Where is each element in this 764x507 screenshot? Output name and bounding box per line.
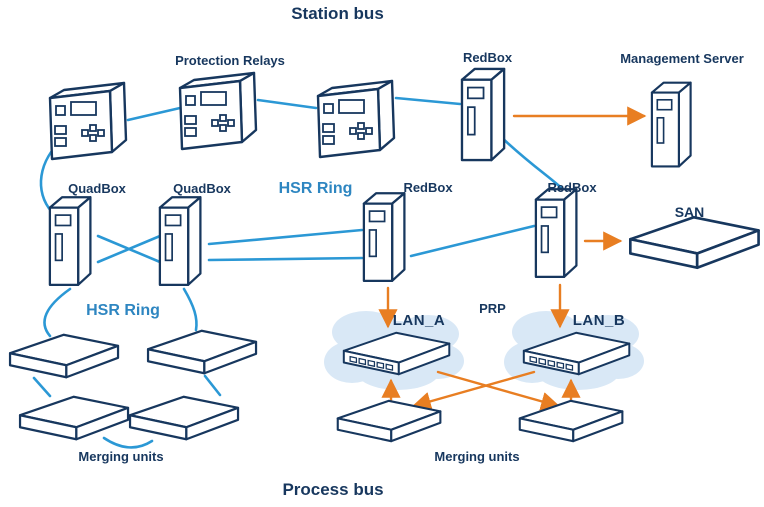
quadbox-right-label: QuadBox xyxy=(173,181,231,196)
redbox-mid-right-label: RedBox xyxy=(547,180,597,195)
san-label: SAN xyxy=(674,204,705,220)
station-bus-title: Station bus xyxy=(291,4,384,23)
hsr-bottom-link-3 xyxy=(102,436,154,449)
merging-units-left-label: Merging units xyxy=(78,449,164,464)
hsr-ring-link-3 xyxy=(409,224,536,258)
merging-unit-icon-5 xyxy=(336,399,442,443)
redbox-top-tower-icon xyxy=(460,67,506,162)
redbox-mid-left-label: RedBox xyxy=(403,180,453,195)
station-bus-link-3 xyxy=(394,96,462,106)
merging-unit-icon-3 xyxy=(18,395,130,441)
hsr-bottom-link-5 xyxy=(182,287,198,332)
lan-a-label: LAN_A xyxy=(392,312,446,329)
arrow-lan-b-cross xyxy=(411,370,536,411)
protection-relays-label: Protection Relays xyxy=(175,53,285,68)
hsr-bottom-link-2 xyxy=(32,376,52,398)
orange-links xyxy=(378,106,647,411)
hsr-bottom-link-4 xyxy=(203,374,222,397)
protection-relay-icon-3 xyxy=(316,79,396,159)
merging-unit-icon-2 xyxy=(146,329,258,375)
quadbox-left-icon xyxy=(48,196,92,286)
hsr-ring-top-label: HSR Ring xyxy=(278,180,353,197)
station-bus-link-2 xyxy=(256,98,318,110)
process-bus-title: Process bus xyxy=(282,480,384,499)
redbox-mid-left-icon xyxy=(362,192,406,282)
redbox-mid-right-icon xyxy=(534,188,578,278)
merging-unit-icon-1 xyxy=(8,333,120,379)
quadbox-cross-link-2 xyxy=(96,234,162,264)
quadbox-left-label: QuadBox xyxy=(68,181,126,196)
hsr-bottom-link-1 xyxy=(43,287,72,338)
hsr-ring-link-2 xyxy=(207,256,364,262)
lan-b-label: LAN_B xyxy=(572,312,626,329)
redbox-top-label: RedBox xyxy=(462,50,513,65)
prp-label: PRP xyxy=(479,301,506,316)
station-bus-link-1 xyxy=(126,106,182,122)
hsr-ring-link-1 xyxy=(207,228,364,246)
merging-unit-icon-6 xyxy=(518,399,624,443)
management-server-label: Management Server xyxy=(620,51,744,66)
protection-relay-icon-2 xyxy=(178,71,258,151)
management-server-icon xyxy=(650,81,692,168)
merging-units-right-label: Merging units xyxy=(434,449,520,464)
merging-unit-icon-4 xyxy=(128,395,240,441)
arrow-lan-a-cross xyxy=(436,370,561,411)
quadbox-right-icon xyxy=(158,196,202,286)
protection-relay-icon-1 xyxy=(48,81,128,161)
hsr-ring-bottom-label: HSR Ring xyxy=(86,302,160,319)
san-switch-icon xyxy=(629,215,760,270)
